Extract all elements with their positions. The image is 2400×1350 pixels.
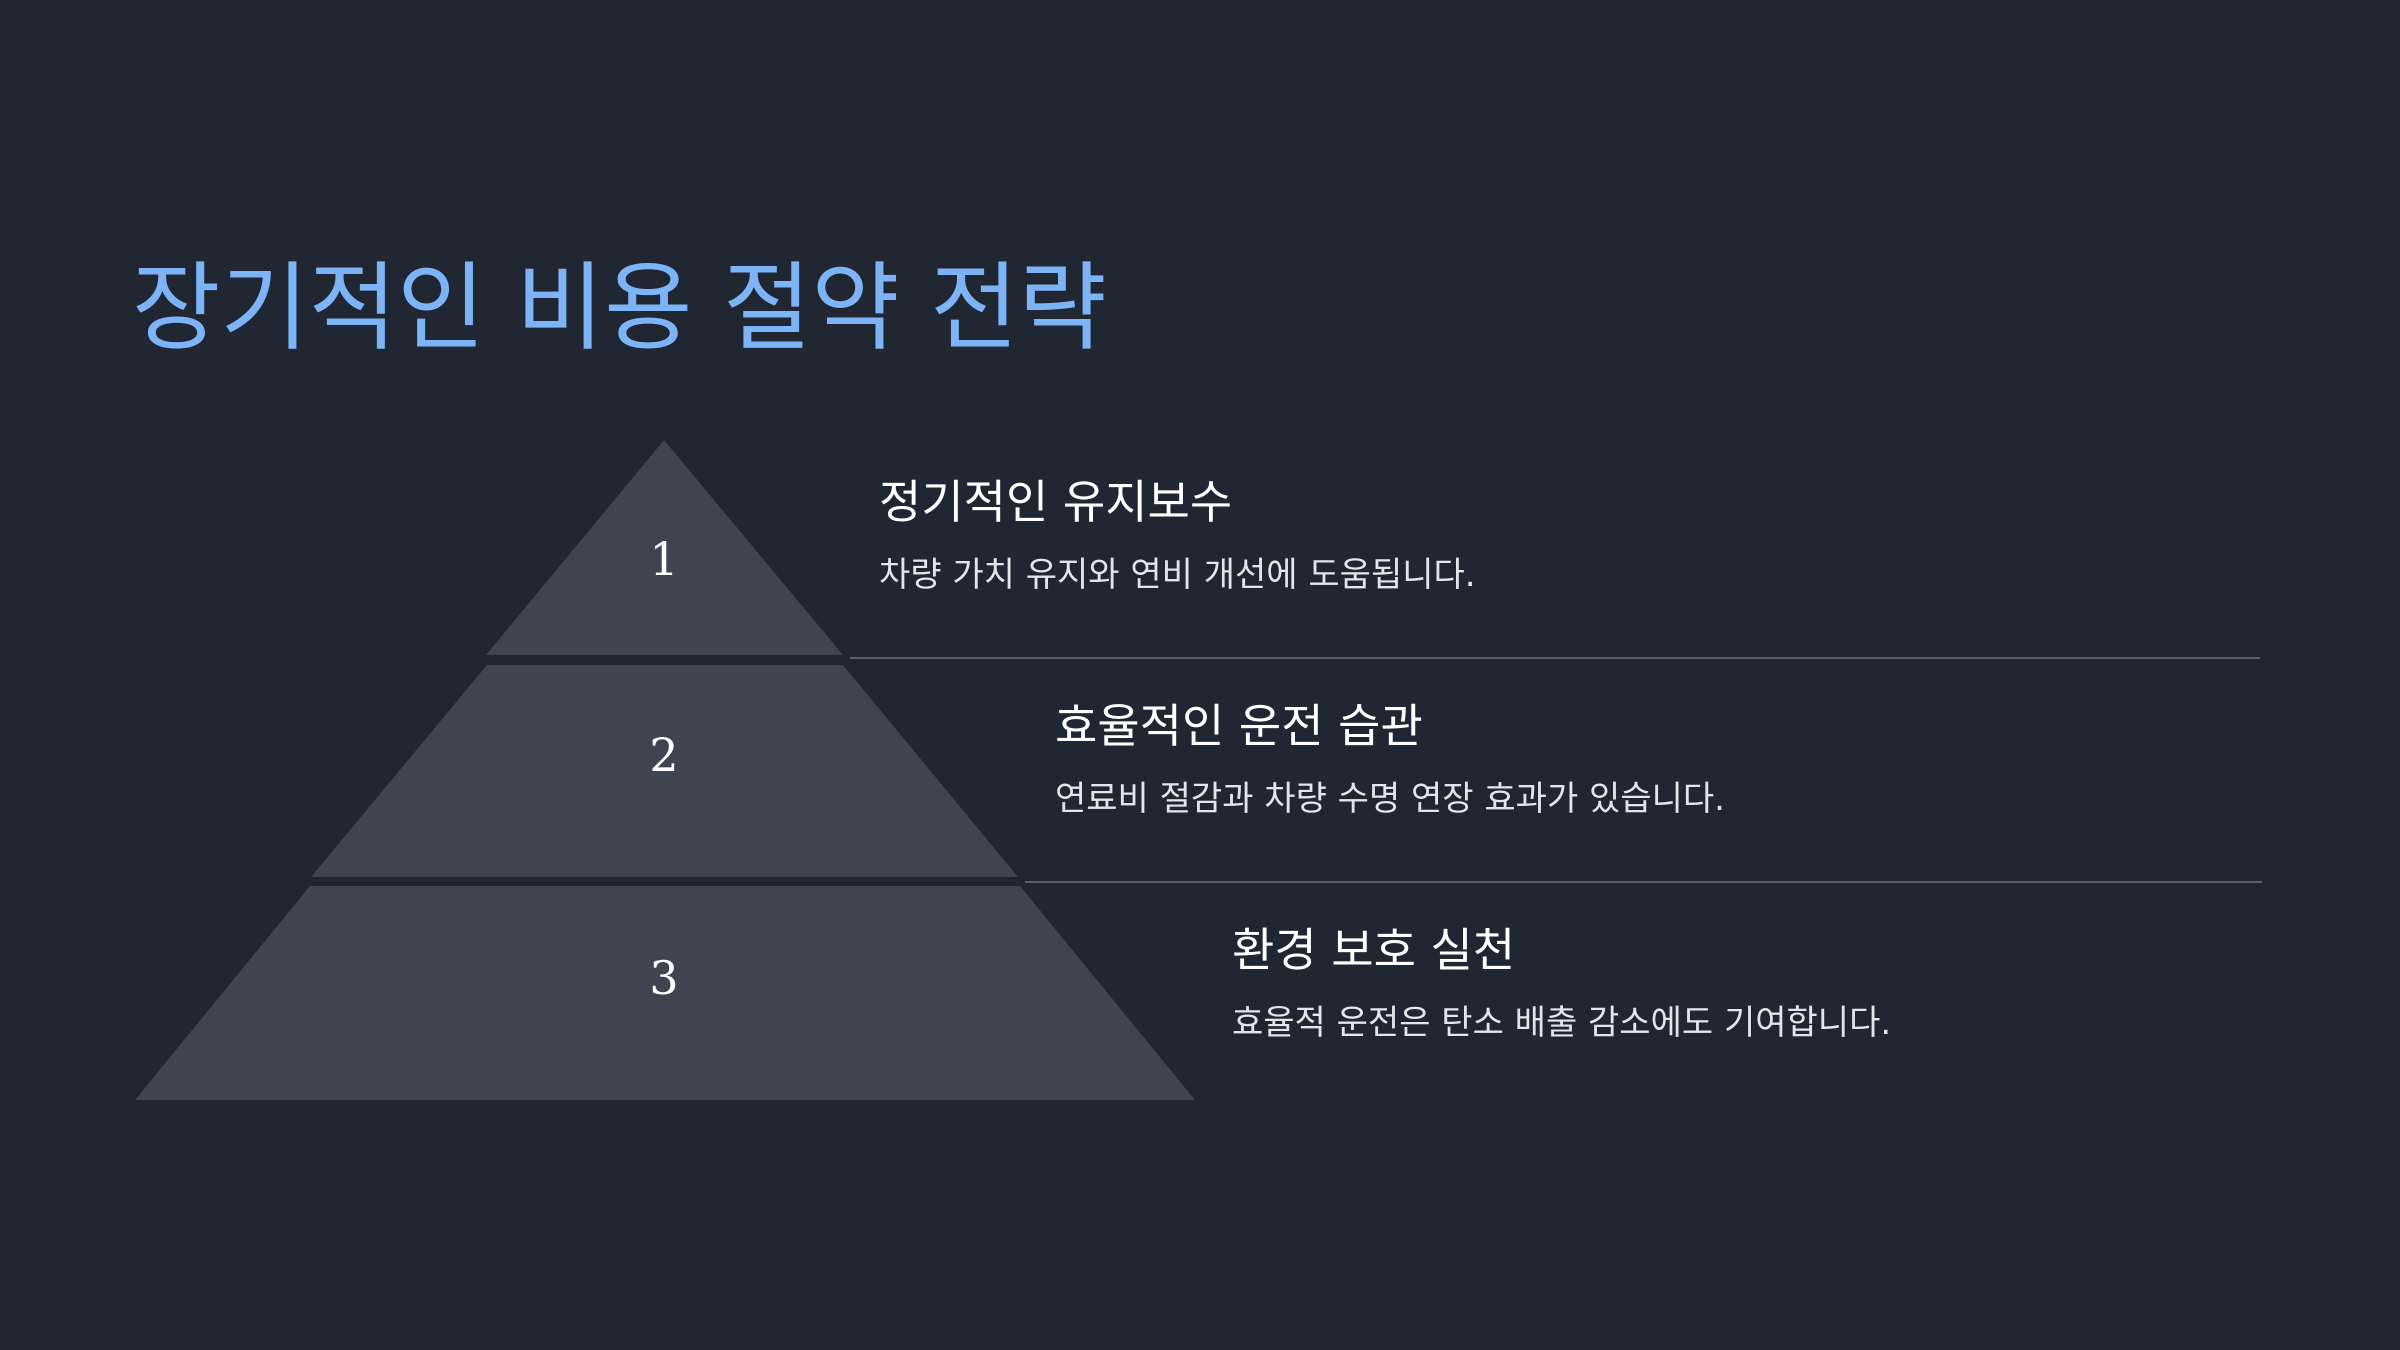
slide-title: 장기적인 비용 절약 전략	[132, 252, 1107, 364]
tier-title-3: 환경 보호 실천	[1232, 923, 1516, 977]
tier-item-3: 환경 보호 실천 효율적 운전은 탄소 배출 감소에도 기여합니다.	[1232, 920, 1891, 1046]
tier-title-1: 정기적인 유지보수	[879, 475, 1233, 529]
pyramid-tier-3	[135, 886, 1195, 1100]
pyramid-tier-2	[311, 665, 1018, 877]
tier-number-2: 2	[649, 728, 678, 782]
tier-number-3: 3	[649, 951, 678, 1005]
tier-item-1: 정기적인 유지보수 차량 가치 유지와 연비 개선에 도움됩니다.	[879, 472, 1476, 598]
tier-item-2: 효율적인 운전 습관 연료비 절감과 차량 수명 연장 효과가 있습니다.	[1055, 696, 1725, 822]
tier-number-1: 1	[649, 532, 678, 586]
pyramid-tier-1	[486, 440, 843, 655]
tier-description-1: 차량 가치 유지와 연비 개선에 도움됩니다.	[879, 555, 1476, 595]
tier-description-2: 연료비 절감과 차량 수명 연장 효과가 있습니다.	[1055, 779, 1725, 819]
tier-description-3: 효율적 운전은 탄소 배출 감소에도 기여합니다.	[1232, 1003, 1892, 1043]
tier-title-2: 효율적인 운전 습관	[1055, 699, 1423, 753]
